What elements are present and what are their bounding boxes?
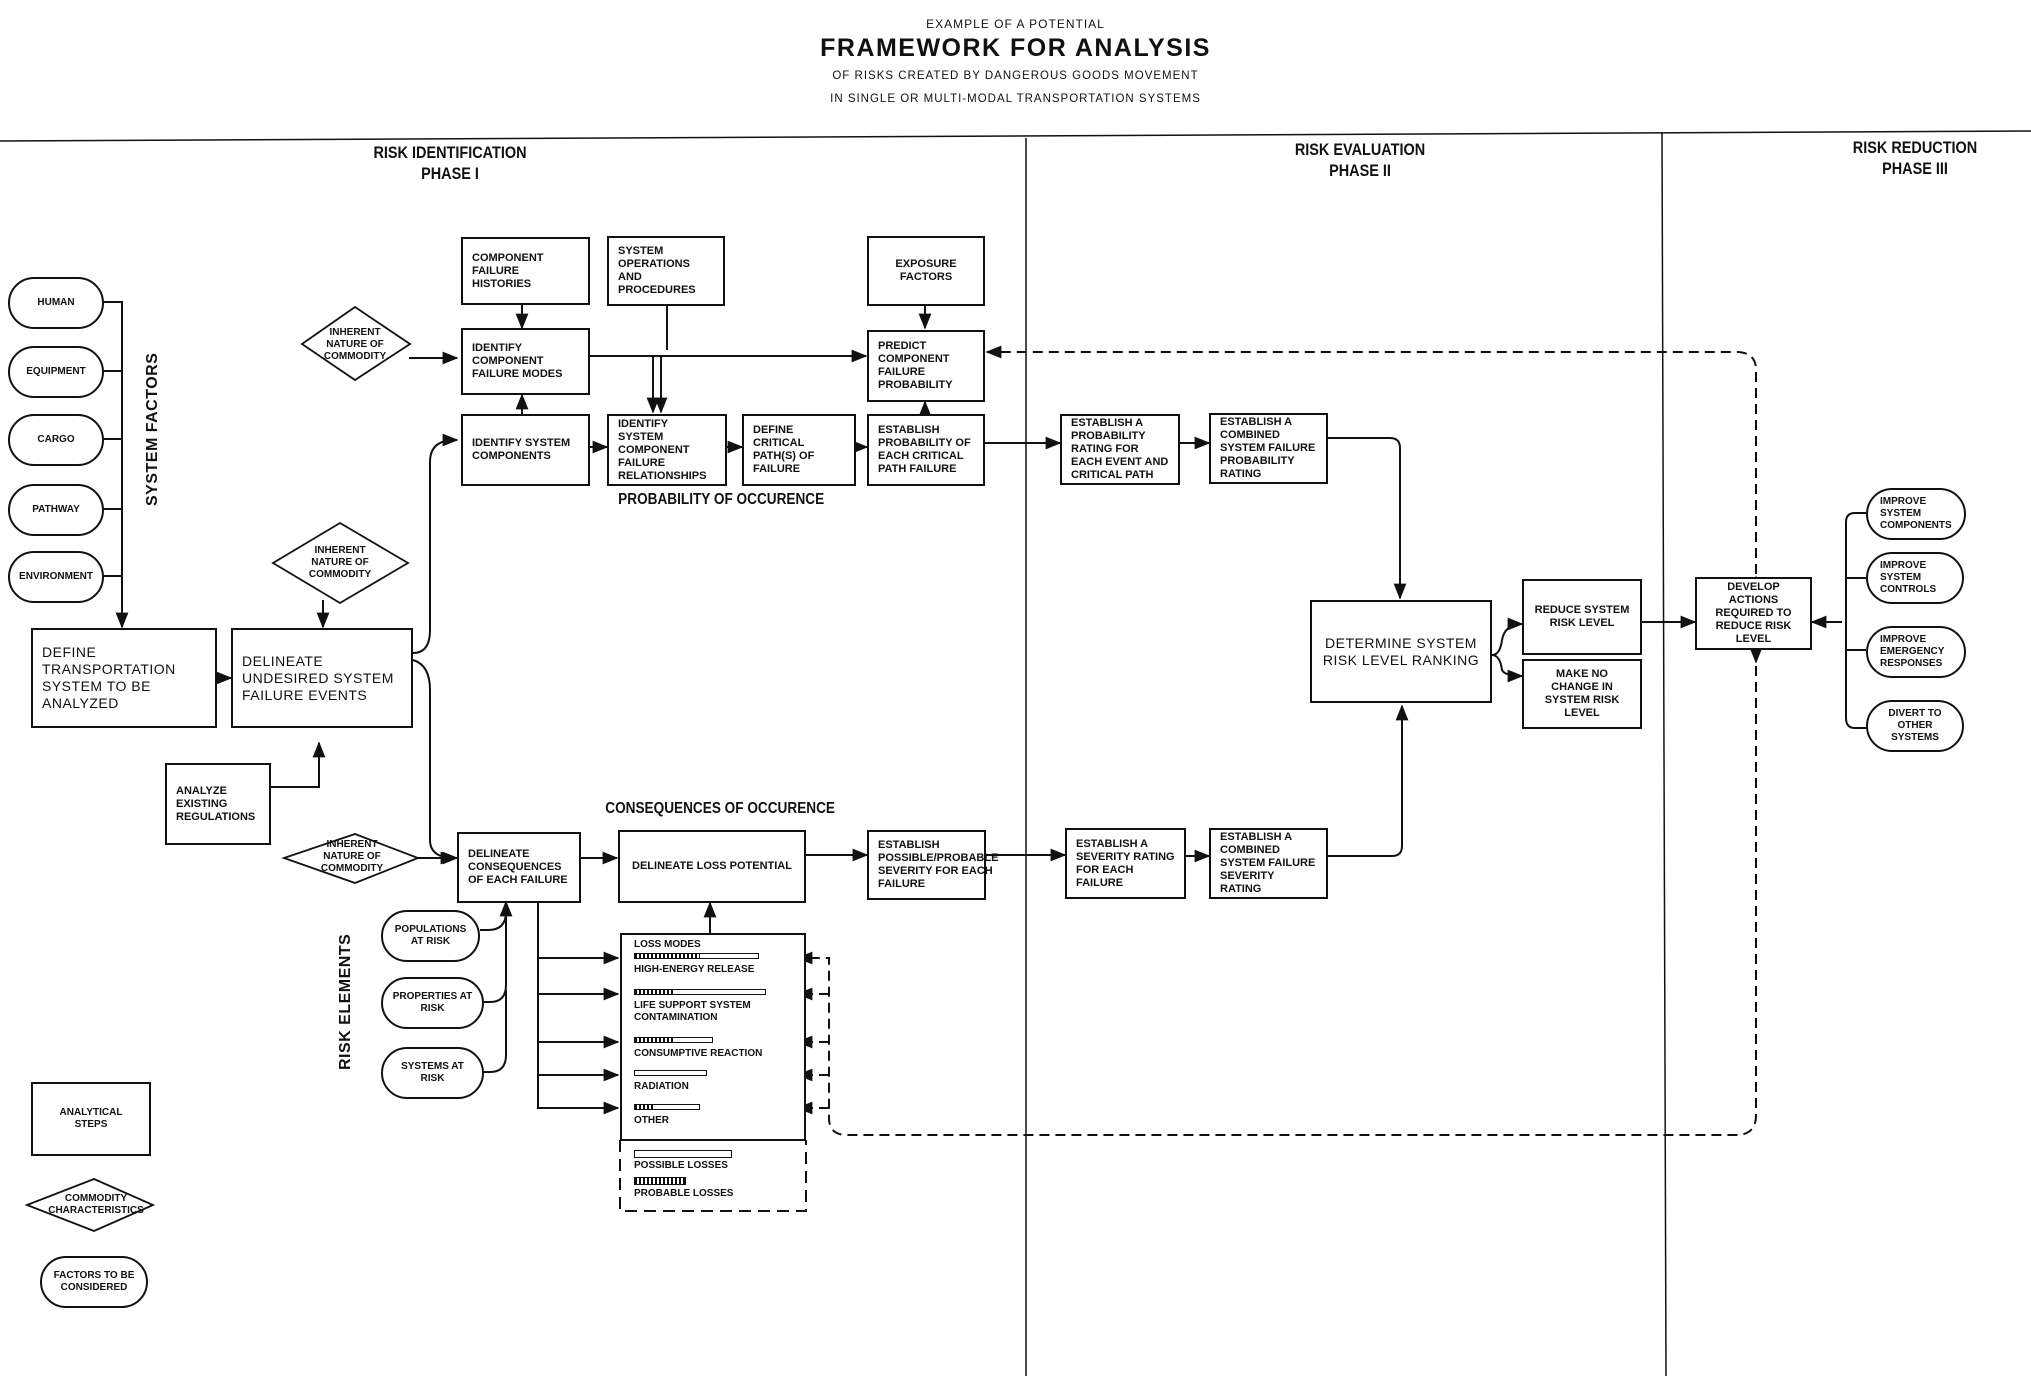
loss-mode-possible-bar [634, 1037, 713, 1043]
reduction-improve-controls: IMPROVE SYSTEM CONTROLS [1866, 552, 1964, 604]
severity-rating-box: ESTABLISH A SEVERITY RATING FOR EACH FAI… [1065, 828, 1186, 899]
risk-systems: SYSTEMS AT RISK [381, 1047, 484, 1099]
combined-severity-box: ESTABLISH A COMBINED SYSTEM FAILURE SEVE… [1209, 828, 1328, 899]
loss-mode-probable-fill [635, 1038, 674, 1042]
phase-3-number: PHASE III [1882, 159, 1948, 178]
loss-mode-label: CONSUMPTIVE REACTION [634, 1048, 763, 1059]
commodity-diamond-middle: INHERENT NATURE OF COMMODITY [308, 545, 372, 580]
phase-3-title: RISK REDUCTION [1852, 138, 1978, 157]
reduce-risk-box: REDUCE SYSTEM RISK LEVEL [1522, 579, 1642, 655]
reduction-improve-components: IMPROVE SYSTEM COMPONENTS [1866, 488, 1966, 540]
loss-mode-possible-bar [634, 1104, 700, 1110]
risk-properties: PROPERTIES AT RISK [381, 977, 484, 1029]
loss-mode-label: HIGH-ENERGY RELEASE [634, 964, 755, 975]
define-critical-paths-box: DEFINE CRITICAL PATH(S) OF FAILURE [742, 414, 856, 486]
reduction-divert: DIVERT TO OTHER SYSTEMS [1866, 700, 1964, 752]
delineate-consequences-box: DELINEATE CONSEQUENCES OF EACH FAILURE [457, 832, 581, 903]
probability-rating-box: ESTABLISH A PROBABILITY RATING FOR EACH … [1060, 414, 1180, 485]
subtitle-line-2: IN SINGLE OR MULTI-MODAL TRANSPORTATION … [830, 93, 1201, 105]
risk-elements-label: RISK ELEMENTS [337, 933, 354, 1070]
define-system-box: DEFINE TRANSPORTATION SYSTEM TO BE ANALY… [31, 628, 217, 728]
legend-probable-bar [634, 1177, 686, 1185]
loss-mode-probable-fill [635, 990, 674, 994]
determine-ranking-box: DETERMINE SYSTEM RISK LEVEL RANKING [1310, 600, 1492, 703]
analyze-regulations-box: ANALYZE EXISTING REGULATIONS [165, 763, 271, 845]
loss-mode-label: LIFE SUPPORT SYSTEM CONTAMINATION [634, 1000, 751, 1023]
legend-possible-bar [634, 1150, 732, 1158]
develop-actions-box: DEVELOP ACTIONS REQUIRED TO REDUCE RISK … [1695, 577, 1812, 650]
factor-human: HUMAN [8, 277, 104, 329]
reduction-improve-responses: IMPROVE EMERGENCY RESPONSES [1866, 626, 1966, 678]
loss-mode-label: RADIATION [634, 1081, 689, 1092]
key-factors-considered: FACTORS TO BE CONSIDERED [40, 1256, 148, 1308]
system-operations-box: SYSTEM OPERATIONS AND PROCEDURES [607, 236, 725, 306]
combined-probability-box: ESTABLISH A COMBINED SYSTEM FAILURE PROB… [1209, 413, 1328, 484]
identify-components-box: IDENTIFY SYSTEM COMPONENTS [461, 414, 590, 486]
phase-1-heading: RISK IDENTIFICATION PHASE I [348, 142, 552, 184]
factor-equipment: EQUIPMENT [8, 346, 104, 398]
commodity-diamond-bottom: INHERENT NATURE OF COMMODITY [320, 839, 384, 874]
exposure-factors-box: EXPOSURE FACTORS [867, 236, 985, 306]
factor-pathway: PATHWAY [8, 484, 104, 536]
phase-2-number: PHASE II [1329, 161, 1391, 180]
loss-mode-possible-bar [634, 1070, 707, 1076]
key-commodity-characteristics: COMMODITY CHARACTERISTICS [48, 1193, 144, 1216]
pretitle: EXAMPLE OF A POTENTIAL [926, 17, 1105, 31]
phase-2-title: RISK EVALUATION [1294, 140, 1426, 159]
commodity-diamond-top: INHERENT NATURE OF COMMODITY [323, 327, 387, 362]
component-histories-box: COMPONENT FAILURE HISTORIES [461, 237, 590, 305]
factor-cargo: CARGO [8, 414, 104, 466]
identify-failure-modes-box: IDENTIFY COMPONENT FAILURE MODES [461, 328, 590, 395]
loss-mode-possible-bar [634, 953, 759, 959]
loss-mode-label: OTHER [634, 1115, 669, 1126]
establish-severity-box: ESTABLISH POSSIBLE/PROBABLE SEVERITY FOR… [867, 830, 998, 900]
phase-1-number: PHASE I [421, 164, 479, 183]
phase-1-title: RISK IDENTIFICATION [373, 143, 527, 162]
no-change-box: MAKE NO CHANGE IN SYSTEM RISK LEVEL [1522, 659, 1642, 729]
legend-possible-label: POSSIBLE LOSSES [634, 1160, 728, 1171]
system-factors-label: SYSTEM FACTORS [144, 352, 161, 506]
loss-mode-possible-bar [634, 989, 766, 995]
phase-2-heading: RISK EVALUATION PHASE II [1267, 139, 1454, 181]
predict-probability-box: PREDICT COMPONENT FAILURE PROBABILITY [867, 330, 985, 402]
identify-relationships-box: IDENTIFY SYSTEM COMPONENT FAILURE RELATI… [607, 414, 727, 486]
risk-populations: POPULATIONS AT RISK [381, 910, 480, 962]
delineate-loss-box: DELINEATE LOSS POTENTIAL [618, 830, 806, 903]
loss-mode-probable-fill [635, 954, 701, 958]
phase-3-heading: RISK REDUCTION PHASE III [1830, 137, 2000, 179]
subtitle-line-1: OF RISKS CREATED BY DANGEROUS GOODS MOVE… [832, 70, 1199, 82]
consequences-label: CONSEQUENCES OF OCCURENCE [605, 800, 835, 817]
probability-label: PROBABILITY OF OCCURENCE [618, 491, 825, 508]
delineate-undesired-box: DELINEATE UNDESIRED SYSTEM FAILURE EVENT… [231, 628, 413, 728]
factor-environment: ENVIRONMENT [8, 551, 104, 603]
loss-modes-title: LOSS MODES [634, 939, 701, 950]
establish-path-probability-box: ESTABLISH PROBABILITY OF EACH CRITICAL P… [867, 414, 985, 486]
legend-probable-label: PROBABLE LOSSES [634, 1188, 734, 1199]
main-title: FRAMEWORK FOR ANALYSIS [820, 34, 1211, 62]
loss-mode-probable-fill [635, 1105, 656, 1109]
key-analytical-steps: ANALYTICAL STEPS [31, 1082, 151, 1156]
